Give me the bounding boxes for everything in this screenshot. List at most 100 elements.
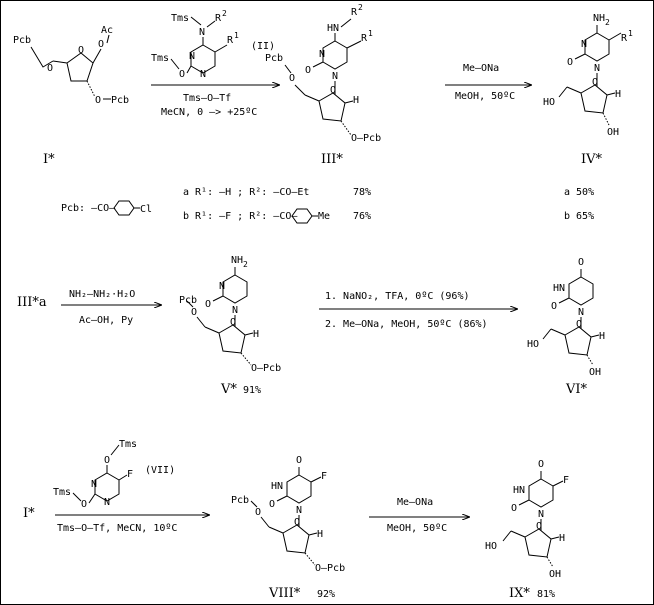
svg-text:O: O: [511, 503, 517, 514]
svg-text:O: O: [269, 499, 275, 510]
row2-arrow2-below: 2. Me–ONa, MeOH, 50ºC (86%): [325, 319, 488, 330]
svg-text:O: O: [81, 499, 87, 510]
row1-arrow1-below-2: MeCN, 0 –> +25ºC: [161, 107, 257, 118]
compound-V-label: V*: [220, 382, 237, 397]
svg-text:O: O: [538, 459, 544, 470]
svg-text:O: O: [305, 65, 311, 76]
svg-text:2: 2: [222, 9, 227, 18]
svg-text:N: N: [319, 49, 325, 60]
svg-text:O: O: [230, 317, 236, 328]
svg-text:N: N: [581, 39, 587, 50]
svg-text:H: H: [615, 89, 621, 100]
svg-text:Pcb: Pcb: [265, 53, 283, 64]
compound-VIII-label: VIII*: [268, 586, 301, 601]
svg-text:HN: HN: [553, 283, 565, 294]
compound-III-structure: HN R 2 R 1 N O N O H O Pcb O–Pcb: [265, 3, 381, 144]
svg-text:O: O: [47, 63, 53, 74]
svg-text:Tms: Tms: [119, 439, 137, 450]
compound-I-label: I*: [43, 152, 55, 167]
svg-text:HN: HN: [327, 23, 339, 34]
svg-text:O: O: [578, 257, 584, 268]
svg-text:N: N: [200, 69, 206, 80]
row2-arrow1-above: NH₂–NH₂·H₂O: [69, 289, 135, 300]
compound-VIII-yield: 92%: [317, 589, 335, 600]
svg-text:O: O: [551, 301, 557, 312]
svg-text:O—Pcb: O—Pcb: [251, 363, 281, 374]
compound-IV-structure: NH 2 R 1 N O N O H HO OH: [543, 13, 633, 138]
compound-I-structure: Pcb O O O Ac O Pcb: [13, 25, 129, 106]
svg-text:HO: HO: [543, 97, 555, 108]
row3-start-I: I*: [23, 506, 35, 521]
row3-arrow2-above: Me–ONa: [397, 497, 433, 508]
reagent-II-tag: (II): [251, 41, 275, 52]
svg-text:O: O: [536, 521, 542, 532]
svg-text:H: H: [317, 529, 323, 540]
compound-VI-label: VI*: [565, 382, 588, 397]
compound-IV-label: IV*: [581, 152, 603, 167]
compound-V-structure: NH 2 N O N O H O Pcb O—Pcb: [179, 255, 281, 374]
row2-start-III-a: III*a: [17, 295, 47, 310]
svg-text:R: R: [621, 33, 628, 44]
svg-text:Tms: Tms: [53, 487, 71, 498]
svg-text:1: 1: [368, 29, 373, 38]
svg-text:HN: HN: [271, 481, 283, 492]
compound-VIII-structure: O F HN O N O H O Pcb O—Pcb: [231, 455, 345, 574]
legend-row-a-yield-IV: a 50%: [564, 187, 594, 198]
svg-text:O: O: [592, 77, 598, 88]
svg-text:O: O: [576, 319, 582, 330]
svg-text:Tms: Tms: [151, 53, 169, 64]
compound-IX-yield: 81%: [537, 589, 555, 600]
benzene-ring-cl: [113, 200, 135, 216]
svg-text:N: N: [91, 479, 97, 490]
cmp-I-ac: Ac: [101, 25, 113, 36]
svg-text:O: O: [98, 39, 104, 50]
svg-text:HN: HN: [513, 485, 525, 496]
row1-arrow2-below: MeOH, 50ºC: [455, 91, 515, 102]
svg-text:O: O: [78, 45, 84, 56]
svg-text:O: O: [104, 455, 110, 466]
svg-text:O: O: [294, 517, 300, 528]
legend-row-b-yield-IV: b 65%: [564, 211, 594, 222]
svg-text:N: N: [199, 27, 205, 38]
svg-text:Tms: Tms: [171, 13, 189, 24]
row3-arrow2-below: MeOH, 50ºC: [387, 523, 447, 534]
svg-text:HO: HO: [527, 339, 539, 350]
svg-text:O–Pcb: O–Pcb: [351, 133, 381, 144]
row1-arrow2-above: Me–ONa: [463, 63, 499, 74]
svg-text:O: O: [289, 73, 295, 84]
svg-text:HO: HO: [485, 541, 497, 552]
cmp-I-pcb-top: Pcb: [13, 35, 31, 46]
svg-text:F: F: [321, 471, 327, 482]
svg-text:N: N: [232, 305, 238, 316]
row2-arrow2-above: 1. NaNO₂, TFA, 0ºC (96%): [325, 291, 470, 302]
legend-row-a-yield-III: 78%: [353, 187, 371, 198]
benzene-ring-me: [291, 208, 313, 224]
compound-IX-structure: O F HN O N O H HO OH: [485, 459, 569, 580]
svg-text:NH: NH: [593, 13, 605, 24]
svg-text:OH: OH: [607, 127, 619, 138]
svg-text:N: N: [296, 505, 302, 516]
svg-text:N: N: [219, 281, 225, 292]
row1-arrow1-below-1: Tms–O–Tf: [183, 93, 231, 104]
svg-text:NH: NH: [231, 255, 243, 266]
svg-text:R: R: [361, 33, 368, 44]
reagent-II-structure: Tms N R 2 R 1 N N Tms O (II): [151, 9, 275, 80]
reagent-VII-tag: (VII): [145, 465, 175, 476]
svg-text:OH: OH: [589, 367, 601, 378]
svg-text:H: H: [559, 533, 565, 544]
svg-text:O: O: [205, 299, 211, 310]
svg-text:N: N: [538, 509, 544, 520]
svg-text:2: 2: [243, 260, 248, 269]
svg-text:O: O: [296, 455, 302, 466]
svg-text:Pcb: Pcb: [179, 295, 197, 306]
legend-row-a: a R¹: —H ; R²: —CO—Et: [183, 187, 309, 198]
svg-text:O: O: [567, 57, 573, 68]
svg-text:1: 1: [628, 29, 633, 38]
svg-text:O: O: [179, 69, 185, 80]
legend-pcb-def: Pcb: —CO—: [61, 203, 116, 214]
compound-VI-structure: O HN O N O H HO OH: [527, 257, 605, 378]
svg-text:H: H: [353, 95, 359, 106]
compound-III-label: III*: [321, 152, 343, 167]
compound-IX-label: IX*: [509, 586, 530, 601]
